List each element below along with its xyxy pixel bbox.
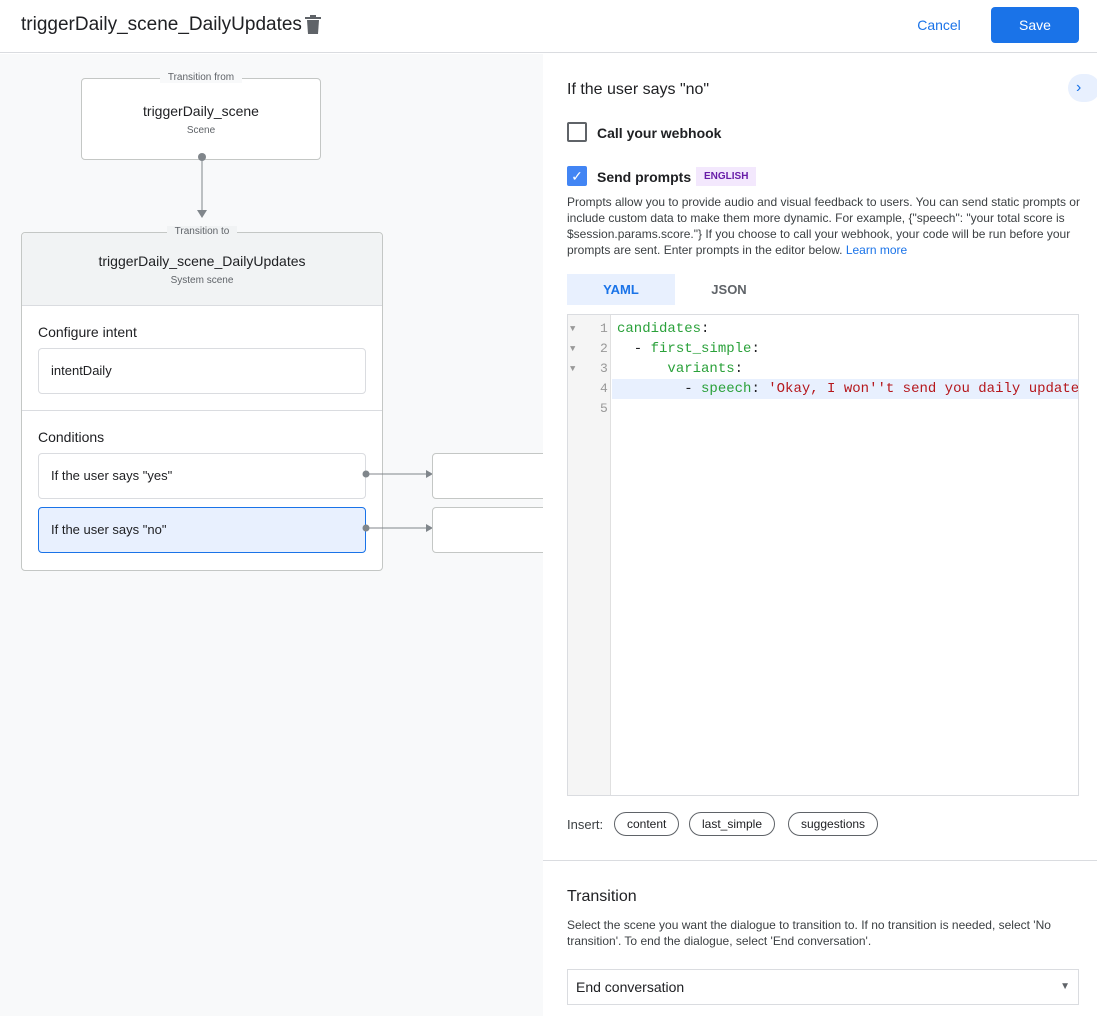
from-scene-type: Scene [186,125,216,136]
condition-yes[interactable]: If the user says "yes" [38,453,366,499]
condition-no[interactable]: If the user says "no" [38,507,366,553]
collapse-panel-chevron-icon[interactable]: › [1068,74,1097,102]
no-target-node[interactable] [432,507,543,553]
transition-from-legend: Transition from [159,72,243,83]
transition-description: Select the scene you want the dialogue t… [567,918,1051,948]
webhook-label: Call your webhook [597,125,722,141]
code-editor[interactable]: ▼▼▼ 1 2 3 4 5 candidates: - first_simple… [567,314,1079,796]
yes-target-node[interactable] [432,453,543,499]
intent-item[interactable]: intentDaily [38,348,366,394]
insert-chip-last-simple[interactable]: last_simple [689,812,776,836]
tab-yaml[interactable]: YAML [567,274,675,305]
condition-connectors [362,470,433,532]
to-scene-name: triggerDaily_scene_DailyUpdates [98,253,306,269]
transition-heading: Transition [567,888,637,905]
insert-chip-content[interactable]: content [614,812,680,836]
tab-json[interactable]: JSON [711,282,747,297]
top-bar: triggerDaily_scene_DailyUpdates Cancel S… [0,0,1097,53]
scene-graph-canvas: Transition from triggerDaily_scene Scene… [0,54,543,1016]
conditions-label: Conditions [38,429,105,445]
page-title: triggerDaily_scene_DailyUpdates [21,14,302,35]
connector-arrow [197,153,207,218]
send-prompts-label: Send prompts [597,169,692,185]
save-button[interactable]: Save [991,7,1079,43]
dropdown-arrow-icon: ▼ [1060,981,1070,992]
to-scene-type: System scene [170,275,234,286]
cancel-button[interactable]: Cancel [906,8,972,42]
from-scene-name: triggerDaily_scene [143,103,259,119]
condition-detail-panel: › If the user says "no" Call your webhoo… [543,54,1097,1016]
transition-from-node[interactable]: Transition from triggerDaily_scene Scene [81,72,321,160]
insert-chip-suggestions[interactable]: suggestions [788,812,879,836]
transition-to-node: triggerDaily_scene_DailyUpdates System s… [21,226,383,571]
webhook-checkbox[interactable] [567,122,587,142]
language-badge: ENGLISH [696,167,757,186]
delete-icon[interactable] [305,15,321,34]
transition-to-legend: Transition to [166,226,238,237]
prompts-description: Prompts allow you to provide audio and v… [567,195,1080,257]
configure-intent-label: Configure intent [38,324,137,340]
insert-label: Insert: [567,817,604,832]
send-prompts-checkbox[interactable]: ✓ [567,166,587,186]
learn-more-link[interactable]: Learn more [845,243,908,257]
panel-heading: If the user says "no" [567,81,710,98]
transition-select[interactable]: End conversation▼ [567,969,1079,1005]
